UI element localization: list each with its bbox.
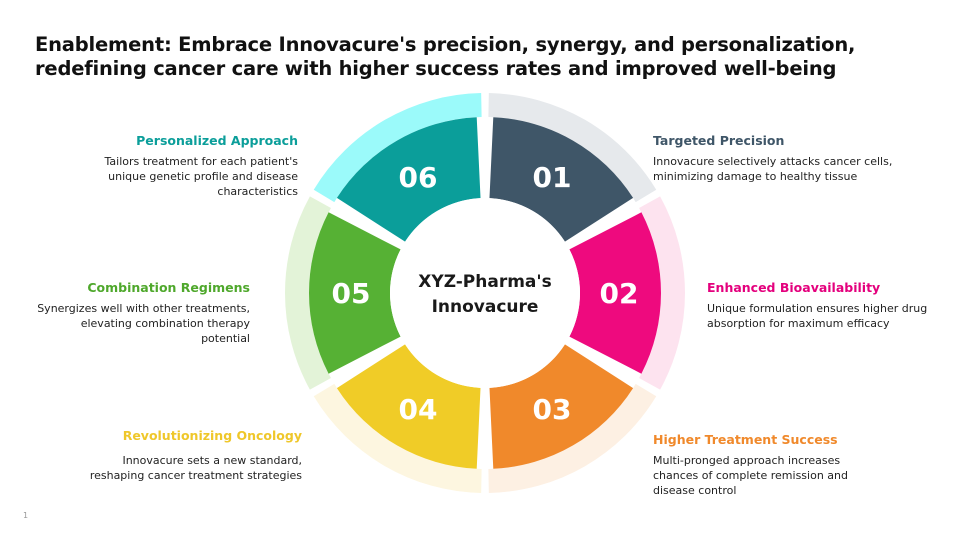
item-description: Tailors treatment for each patient's uni… bbox=[104, 155, 298, 198]
outer-ring bbox=[285, 93, 685, 493]
outer-band-personalized-approach bbox=[313, 93, 482, 203]
page-number: 1 bbox=[23, 511, 29, 520]
item-description: Unique formulation ensures higher drug a… bbox=[707, 302, 928, 330]
center-label-line-2: Innovacure bbox=[432, 297, 539, 317]
segment-personalized-approach bbox=[336, 117, 481, 242]
item-heading: Targeted Precision bbox=[653, 133, 785, 148]
item-heading: Revolutionizing Oncology bbox=[122, 428, 302, 443]
item-personalized-approach: Personalized Approach Tailors treatment … bbox=[95, 133, 298, 199]
item-heading: Enhanced Bioavailability bbox=[707, 280, 881, 295]
item-heading: Personalized Approach bbox=[136, 133, 298, 148]
outer-band-targeted-precision bbox=[488, 93, 657, 203]
item-heading: Higher Treatment Success bbox=[653, 432, 838, 447]
segment-targeted-precision bbox=[489, 117, 634, 242]
segment-number-06: 06 bbox=[399, 161, 438, 194]
segment-revolutionizing-oncology bbox=[336, 344, 481, 469]
item-enhanced-bioavailability: Enhanced Bioavailability Unique formulat… bbox=[707, 280, 937, 331]
center-circle bbox=[390, 198, 580, 388]
segment-number-02: 02 bbox=[600, 277, 639, 310]
item-heading: Combination Regimens bbox=[87, 280, 250, 295]
item-description: Innovacure sets a new standard, reshapin… bbox=[89, 454, 302, 482]
page-title: Enablement: Embrace Innovacure's precisi… bbox=[35, 33, 935, 81]
title-line-2: redefining cancer care with higher succe… bbox=[35, 57, 837, 80]
segment-number-05: 05 bbox=[332, 277, 371, 310]
item-revolutionizing-oncology: Revolutionizing Oncology Innovacure sets… bbox=[80, 428, 302, 483]
outer-band-enhanced-bioavailability bbox=[639, 196, 685, 390]
outer-band-combination-regimens bbox=[285, 196, 331, 390]
segment-higher-treatment-success bbox=[489, 344, 634, 469]
segment-number-04: 04 bbox=[399, 393, 438, 426]
item-description: Synergizes well with other treatments, e… bbox=[37, 302, 250, 345]
item-description: Multi-pronged approach increases chances… bbox=[653, 454, 848, 497]
segment-combination-regimens bbox=[309, 212, 401, 374]
item-combination-regimens: Combination Regimens Synergizes well wit… bbox=[30, 280, 250, 346]
item-targeted-precision: Targeted Precision Innovacure selectivel… bbox=[653, 133, 913, 184]
item-description: Innovacure selectively attacks cancer ce… bbox=[653, 155, 893, 183]
segment-enhanced-bioavailability bbox=[569, 212, 661, 374]
center-label-line-1: XYZ-Pharma's bbox=[418, 272, 551, 292]
inner-ring: 01 02 03 04 05 06 bbox=[309, 117, 661, 469]
item-higher-treatment-success: Higher Treatment Success Multi-pronged a… bbox=[653, 432, 858, 498]
segment-number-03: 03 bbox=[533, 393, 572, 426]
segment-number-01: 01 bbox=[533, 161, 572, 194]
outer-band-revolutionizing-oncology bbox=[313, 383, 482, 493]
title-line-1: Enablement: Embrace Innovacure's precisi… bbox=[35, 33, 856, 56]
outer-band-higher-treatment-success bbox=[488, 383, 657, 493]
